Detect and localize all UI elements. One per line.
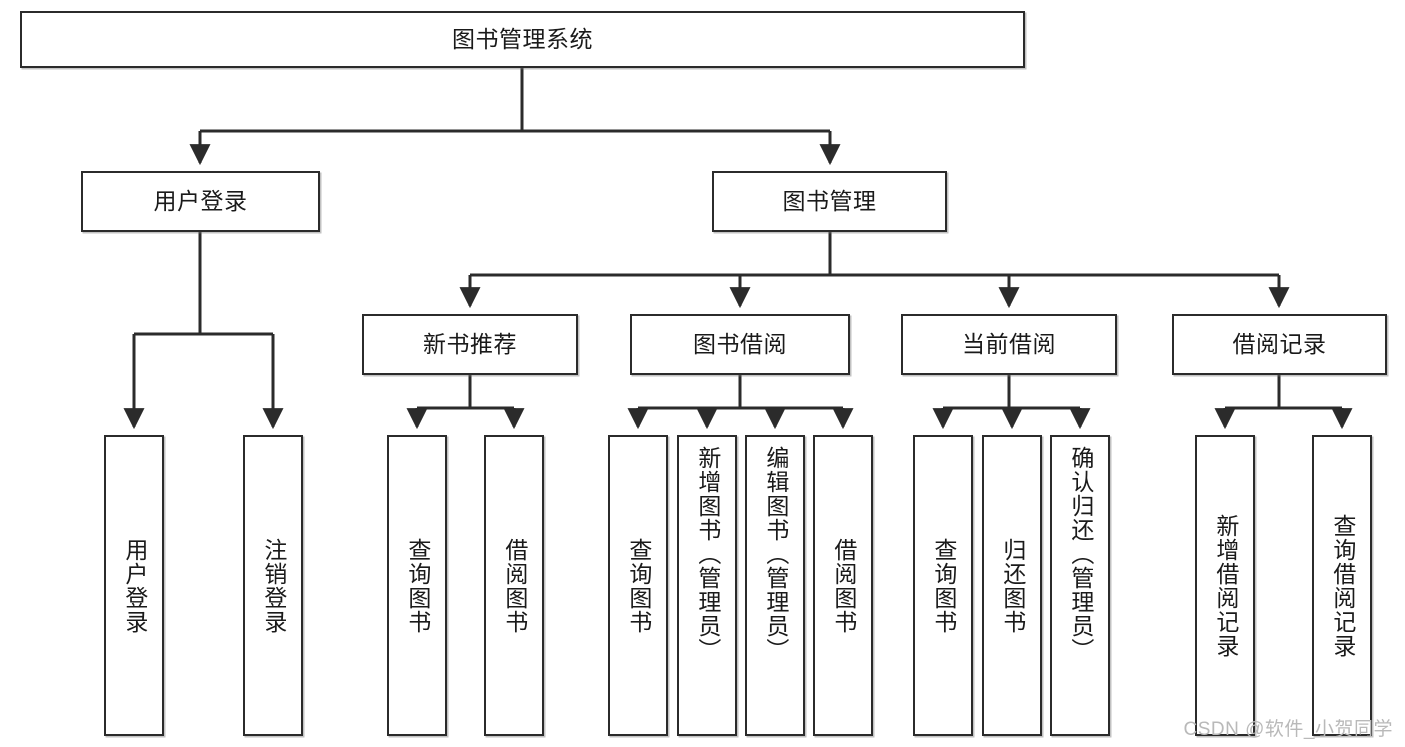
node-label: 图书管理 bbox=[782, 188, 877, 214]
edges-root-to-level2 bbox=[189, 68, 841, 166]
node-label: 确认归还（管理员） bbox=[1067, 446, 1094, 662]
node-leaf-add-borrow-record[interactable]: 新增借阅记录 bbox=[1195, 435, 1255, 736]
node-leaf-borrow-book[interactable]: 借阅图书 bbox=[813, 435, 873, 736]
node-label: 编辑图书（管理员） bbox=[762, 446, 789, 662]
node-label: 用户登录 bbox=[121, 537, 148, 634]
node-label: 借阅图书 bbox=[501, 537, 528, 634]
node-label: 图书管理系统 bbox=[452, 26, 593, 52]
node-current-borrow[interactable]: 当前借阅 bbox=[901, 314, 1117, 375]
node-label: 归还图书 bbox=[999, 537, 1026, 634]
node-leaf-borrow-book-recommend[interactable]: 借阅图书 bbox=[484, 435, 544, 736]
node-borrow-record[interactable]: 借阅记录 bbox=[1172, 314, 1387, 375]
node-leaf-query-book-recommend[interactable]: 查询图书 bbox=[387, 435, 447, 736]
node-label: 查询图书 bbox=[625, 537, 652, 634]
node-label: 借阅图书 bbox=[830, 537, 857, 634]
node-label: 借阅记录 bbox=[1232, 331, 1327, 357]
node-leaf-edit-book[interactable]: 编辑图书（管理员） bbox=[745, 435, 805, 736]
node-label: 当前借阅 bbox=[962, 331, 1056, 357]
node-label: 查询借阅记录 bbox=[1329, 513, 1356, 658]
node-label: 查询图书 bbox=[930, 537, 957, 634]
node-leaf-confirm-return[interactable]: 确认归还（管理员） bbox=[1050, 435, 1110, 736]
edges-currentborrow-to-leaves bbox=[932, 375, 1091, 430]
edges-bookmanage-to-level3 bbox=[459, 232, 1290, 309]
node-root-system[interactable]: 图书管理系统 bbox=[20, 11, 1025, 68]
node-leaf-logout[interactable]: 注销登录 bbox=[243, 435, 303, 736]
node-label: 新书推荐 bbox=[423, 331, 517, 357]
node-label: 查询图书 bbox=[404, 537, 431, 634]
node-leaf-user-login[interactable]: 用户登录 bbox=[104, 435, 164, 736]
node-label: 注销登录 bbox=[260, 537, 287, 634]
node-label: 用户登录 bbox=[153, 188, 248, 214]
node-book-manage[interactable]: 图书管理 bbox=[712, 171, 947, 232]
node-book-borrow[interactable]: 图书借阅 bbox=[630, 314, 850, 375]
node-leaf-add-book[interactable]: 新增图书（管理员） bbox=[677, 435, 737, 736]
edges-newbook-to-leaves bbox=[406, 375, 525, 430]
node-new-book-recommend[interactable]: 新书推荐 bbox=[362, 314, 578, 375]
node-user-login[interactable]: 用户登录 bbox=[81, 171, 320, 232]
node-label: 图书借阅 bbox=[693, 331, 787, 357]
node-label: 新增借阅记录 bbox=[1212, 513, 1239, 658]
node-leaf-query-book-borrow[interactable]: 查询图书 bbox=[608, 435, 668, 736]
node-label: 新增图书（管理员） bbox=[694, 446, 721, 662]
node-leaf-return-book[interactable]: 归还图书 bbox=[982, 435, 1042, 736]
edges-userlogin-to-leaves bbox=[123, 232, 284, 430]
node-leaf-query-book-current[interactable]: 查询图书 bbox=[913, 435, 973, 736]
edges-bookborrow-to-leaves bbox=[627, 375, 854, 430]
node-leaf-query-borrow-record[interactable]: 查询借阅记录 bbox=[1312, 435, 1372, 736]
edges-borrowrecord-to-leaves bbox=[1214, 375, 1353, 430]
